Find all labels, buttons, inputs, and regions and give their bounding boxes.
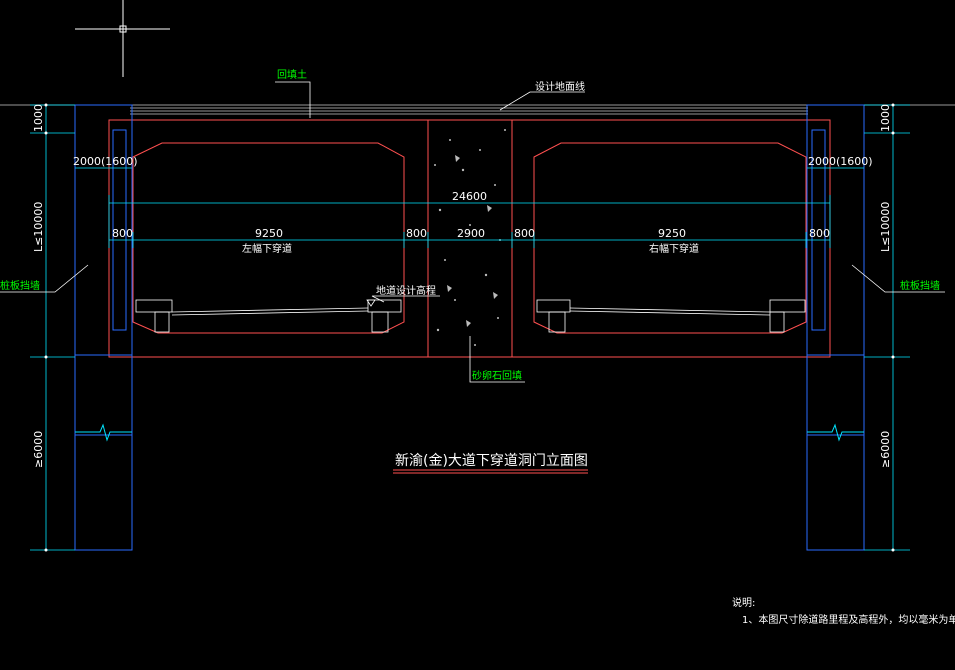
notes-heading: 说明:: [732, 596, 755, 609]
dim-depth-left: 1000: [32, 104, 45, 132]
right-pile-wall: [806, 104, 865, 551]
gravel-texture: [434, 129, 506, 346]
dim-pile-length-right: L≤10000: [879, 202, 892, 252]
dim-embed-right: ≥6000: [879, 431, 892, 468]
dim-middle: 2900: [457, 227, 485, 240]
label-pile-retaining-left: 桩板挡墙: [0, 279, 40, 292]
vertical-dim-ticks: [44, 103, 895, 552]
left-break-symbol: [75, 423, 132, 442]
vertical-dimensions: [30, 104, 910, 551]
drawing-title: 新渝(金)大道下穿道洞门立面图: [395, 453, 588, 469]
title-underline: [393, 469, 588, 474]
label-left-tunnel: 左幅下穿道: [242, 242, 292, 255]
crosshair-cursor: [75, 0, 170, 77]
label-right-tunnel: 右幅下穿道: [649, 242, 699, 255]
left-pile-wall: [74, 104, 133, 551]
notes-item-1: 1、本图尺寸除道路里程及高程外，均以毫米为单位。: [742, 613, 955, 626]
right-break-symbol: [807, 423, 864, 442]
dim-right-span: 9250: [658, 227, 686, 240]
dim-embed-left: ≥6000: [32, 431, 45, 468]
dim-depth-right: 1000: [879, 104, 892, 132]
left-tunnel-outline: [132, 142, 405, 334]
label-backfill: 回填土: [277, 68, 307, 81]
label-gravel-backfill: 砂卵石回填: [472, 369, 522, 382]
elevation-marker: [366, 299, 376, 307]
horizontal-dimensions: [75, 167, 864, 248]
dim-side-right: 800: [809, 227, 830, 240]
dim-total-width: 24600: [452, 190, 487, 203]
dim-mid-left: 800: [406, 227, 427, 240]
dim-mid-right: 800: [514, 227, 535, 240]
label-pile-retaining-right: 桩板挡墙: [900, 279, 940, 292]
left-road-deck: [135, 299, 402, 333]
dim-left-span: 9250: [255, 227, 283, 240]
dim-pile-length-left: L≤10000: [32, 202, 45, 252]
dim-side-left: 800: [112, 227, 133, 240]
right-road-deck: [536, 299, 806, 333]
right-tunnel-outline: [533, 142, 807, 334]
label-design-ground-line: 设计地面线: [535, 80, 585, 93]
label-road-design-elevation: 地道设计高程: [376, 284, 436, 297]
design-ground-callout: [0, 81, 945, 383]
ground-surface: [0, 104, 955, 115]
dim-wall-right: 2000(1600): [808, 155, 873, 168]
dim-wall-left: 2000(1600): [73, 155, 138, 168]
